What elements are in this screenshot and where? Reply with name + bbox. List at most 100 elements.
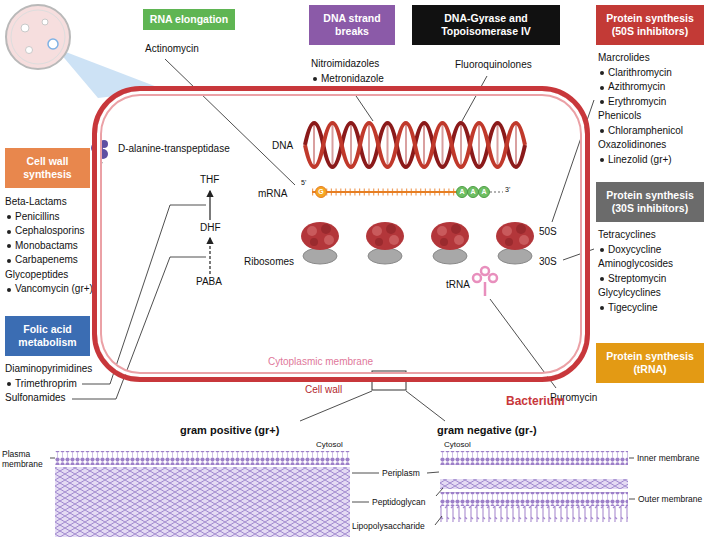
part-label: Periplasm xyxy=(382,468,420,478)
bullet-dot xyxy=(600,306,604,310)
bullet-dot xyxy=(600,129,604,133)
leader-line xyxy=(165,59,295,185)
part-label: Inner membrane xyxy=(637,453,699,463)
part-label: A xyxy=(468,187,478,197)
target-category: RNA elongationActinomycin xyxy=(143,9,235,57)
drug-row: Marcrolides xyxy=(598,51,704,66)
part-label: D-alanine-transpeptidase xyxy=(118,143,230,155)
drug-class: Fluoroquinolones xyxy=(455,59,532,70)
drug-row: Cephalosporins xyxy=(5,224,90,239)
ribosome xyxy=(301,222,339,264)
drug-row: Azithromycin xyxy=(598,80,704,95)
leader-line xyxy=(82,205,206,384)
target-category: Protein synthesis (tRNA)Puromycin xyxy=(596,343,704,406)
drug-class: Aminoglycosides xyxy=(598,258,673,269)
drug-row: Fluoroquinolones xyxy=(455,58,560,73)
ribosome xyxy=(496,222,534,264)
drug-name: Tigecycline xyxy=(608,302,658,313)
drug-name: Carbapenems xyxy=(15,254,78,265)
drug-name: Azithromycin xyxy=(608,81,665,92)
part-label: Peptidoglycan xyxy=(372,497,425,507)
bullet-dot xyxy=(600,86,604,90)
gram-positive-envelope xyxy=(55,451,350,537)
bullet-dot xyxy=(600,100,604,104)
part-label: 3' xyxy=(505,186,510,194)
drug-name: Vancomycin (gr+) xyxy=(15,283,93,294)
leader-line xyxy=(50,458,55,459)
bullet-dot xyxy=(7,382,11,386)
drug-row: Beta-Lactams xyxy=(5,195,90,210)
drug-name: Clarithromycin xyxy=(608,67,672,78)
bullet-dot xyxy=(7,230,11,234)
drug-row: Puromycin xyxy=(550,391,704,406)
trna-icon xyxy=(473,267,497,296)
drug-list: DiaminopyrimidinesTrimethroprimSulfonami… xyxy=(5,362,90,406)
leader-line xyxy=(352,90,373,121)
drug-row: Streptomycin xyxy=(598,272,704,287)
drug-list: MarcrolidesClarithromycinAzithromycinEry… xyxy=(598,51,704,167)
bullet-dot xyxy=(7,244,11,248)
category-header: Protein synthesis (50S inhibitors) xyxy=(596,5,704,45)
drug-row: Phenicols xyxy=(598,109,704,124)
pathway-arrow xyxy=(209,191,210,220)
leader-line xyxy=(436,488,443,496)
target-category: Protein synthesis (30S inhibitors)Tetrac… xyxy=(596,182,704,315)
part-label: Outer membrane xyxy=(638,494,702,504)
drug-list: Fluoroquinolones xyxy=(455,58,560,73)
bullet-dot xyxy=(313,77,317,81)
ribosome xyxy=(431,222,469,264)
cell-title: Bacterium xyxy=(506,394,565,408)
drug-class: Glycopeptides xyxy=(5,269,68,280)
drug-class: Nitroimidazoles xyxy=(311,58,379,69)
leader-line xyxy=(352,502,369,503)
drug-name: Metronidazole xyxy=(321,73,384,84)
petri-dish xyxy=(6,5,70,69)
category-header: RNA elongation xyxy=(143,9,235,30)
target-category: DNA strand breaksNitroimidazolesMetronid… xyxy=(309,5,395,86)
part-label: gram positive (gr+) xyxy=(180,424,279,437)
drug-class: Beta-Lactams xyxy=(5,196,67,207)
leader-line xyxy=(490,299,556,388)
target-category: Cell wall synthesisBeta-LactamsPenicilli… xyxy=(5,148,90,297)
part-label: DHF xyxy=(200,222,221,234)
drug-row: Trimethroprim xyxy=(5,377,90,392)
drug-row: Carbapenems xyxy=(5,253,90,268)
bullet-dot xyxy=(600,71,604,75)
drug-name: Cephalosporins xyxy=(15,225,85,236)
part-label: Cytosol xyxy=(444,440,471,450)
drug-name: Doxycycline xyxy=(608,244,661,255)
leader-line xyxy=(427,472,439,473)
drug-class: Tetracyclines xyxy=(598,229,656,240)
drug-name: Streptomycin xyxy=(608,273,666,284)
part-label: mRNA xyxy=(258,188,287,200)
drug-row: Oxazolidinones xyxy=(598,138,704,153)
part-label: Cell wall xyxy=(305,384,342,396)
bullet-dot xyxy=(600,158,604,162)
part-label: Cytoplasmic membrane xyxy=(268,356,373,368)
drug-row: Actinomycin xyxy=(145,42,235,57)
category-header: DNA strand breaks xyxy=(309,5,395,45)
leader-line xyxy=(629,499,635,500)
leader-lines xyxy=(50,59,635,525)
ribosome xyxy=(366,222,404,264)
cell-outline: Bacterium xyxy=(92,86,590,382)
leader-line xyxy=(629,458,634,459)
leader-line xyxy=(300,391,372,421)
bullet-dot xyxy=(600,277,604,281)
drug-row: Nitroimidazoles xyxy=(311,57,395,72)
part-label: Ribosomes xyxy=(244,256,294,268)
drug-row: Doxycycline xyxy=(598,243,704,258)
leader-line xyxy=(406,391,445,421)
drug-row: Monobactams xyxy=(5,239,90,254)
category-header: Protein synthesis (tRNA) xyxy=(596,343,704,383)
drug-row: Metronidazole xyxy=(311,72,395,87)
bullet-dot xyxy=(7,288,11,292)
drug-row: Glycopeptides xyxy=(5,268,90,283)
bullet-dot xyxy=(7,259,11,263)
category-header: Cell wall synthesis xyxy=(5,148,90,188)
drug-list: TetracyclinesDoxycyclineAminoglycosidesS… xyxy=(598,228,704,315)
leader-line xyxy=(352,473,379,474)
drug-class: Marcrolides xyxy=(598,52,650,63)
part-label: Cytosol xyxy=(316,440,343,450)
drug-row: Penicillins xyxy=(5,210,90,225)
